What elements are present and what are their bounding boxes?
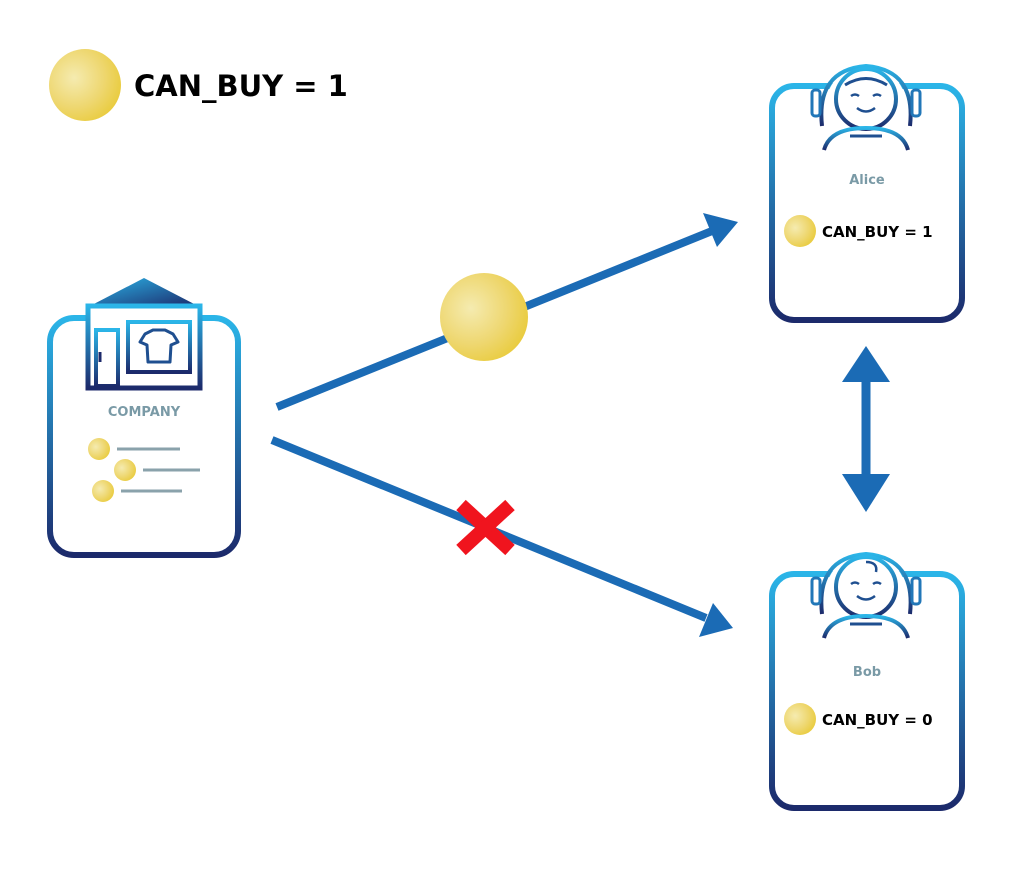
store-building-icon xyxy=(85,278,203,391)
alice-coin-icon xyxy=(784,215,816,247)
alice-name: Alice xyxy=(849,173,885,188)
company-card: COMPANY xyxy=(47,278,241,558)
legend: CAN_BUY = 1 xyxy=(49,49,348,121)
bob-card: Bob CAN_BUY = 0 xyxy=(769,551,965,811)
astronaut-woman-icon xyxy=(810,63,922,151)
alice-card: Alice CAN_BUY = 1 xyxy=(769,63,965,323)
astronaut-child-icon xyxy=(810,551,922,639)
token-in-transit-icon xyxy=(440,273,528,361)
legend-coin-icon xyxy=(49,49,121,121)
bob-coin-icon xyxy=(784,703,816,735)
company-label: COMPANY xyxy=(108,405,181,420)
legend-label: CAN_BUY = 1 xyxy=(134,69,348,103)
coin-icon xyxy=(88,438,110,460)
company-holdings-list xyxy=(88,438,200,502)
alice-status: CAN_BUY = 1 xyxy=(822,223,933,241)
bob-name: Bob xyxy=(853,665,881,680)
bob-status: CAN_BUY = 0 xyxy=(822,711,933,729)
coin-icon xyxy=(92,480,114,502)
blocked-cross-icon xyxy=(456,499,515,556)
arrow-alice-bob-bidirectional xyxy=(842,346,890,512)
coin-icon xyxy=(114,459,136,481)
